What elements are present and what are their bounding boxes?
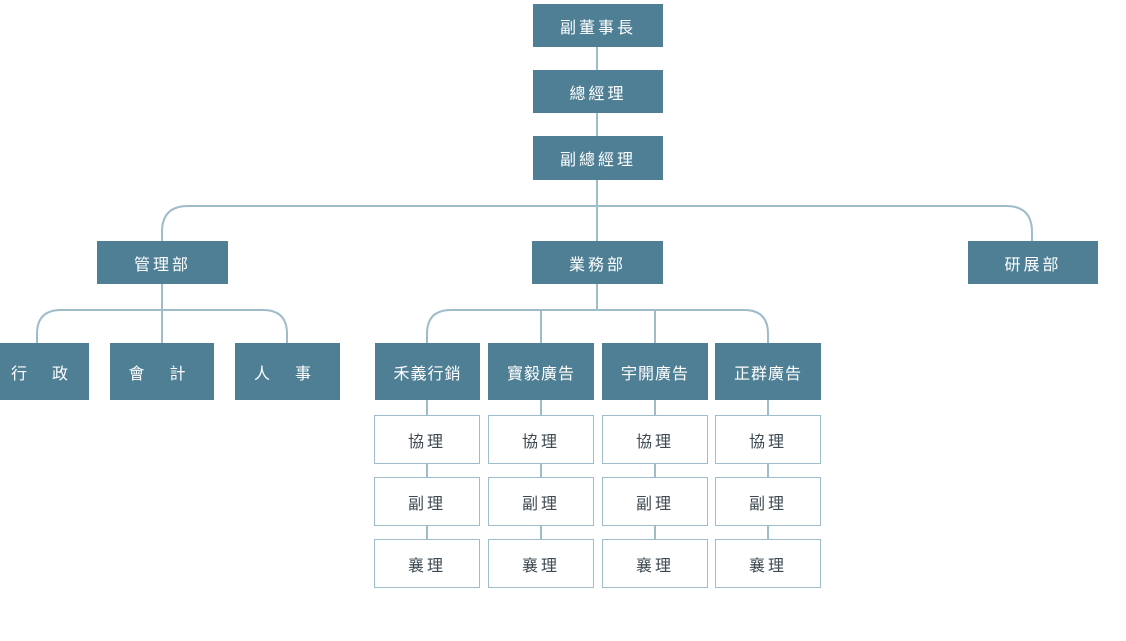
node-business-unit-2: 寶毅廣告 [488,343,594,400]
node-research-department: 研展部 [968,241,1098,284]
node-role-unit4-assistant-vp: 協理 [715,415,821,464]
node-role-unit3-deputy-manager: 副理 [602,477,708,526]
node-role-unit2-assistant-vp: 協理 [488,415,594,464]
node-management-unit-accounting: 會 計 [110,343,214,400]
node-role-unit3-assistant-manager: 襄理 [602,539,708,588]
node-role-unit4-assistant-manager: 襄理 [715,539,821,588]
node-general-manager: 總經理 [533,70,663,113]
connector-business-bus [426,309,769,343]
node-business-unit-3: 宇開廣告 [602,343,708,400]
node-role-unit2-assistant-manager: 襄理 [488,539,594,588]
node-management-unit-admin: 行 政 [0,343,89,400]
node-management-department: 管理部 [97,241,228,284]
node-role-unit2-deputy-manager: 副理 [488,477,594,526]
node-role-unit1-assistant-vp: 協理 [374,415,480,464]
node-role-unit3-assistant-vp: 協理 [602,415,708,464]
node-role-unit1-deputy-manager: 副理 [374,477,480,526]
connector-department-bus [161,205,1033,241]
node-role-unit1-assistant-manager: 襄理 [374,539,480,588]
node-management-unit-hr: 人 事 [235,343,340,400]
node-business-department: 業務部 [532,241,663,284]
node-business-unit-1: 禾義行銷 [375,343,480,400]
node-deputy-general-manager: 副總經理 [533,136,663,180]
connector-management-bus [36,309,288,343]
node-vice-chairman: 副董事長 [533,4,663,47]
node-business-unit-4: 正群廣告 [715,343,821,400]
node-role-unit4-deputy-manager: 副理 [715,477,821,526]
